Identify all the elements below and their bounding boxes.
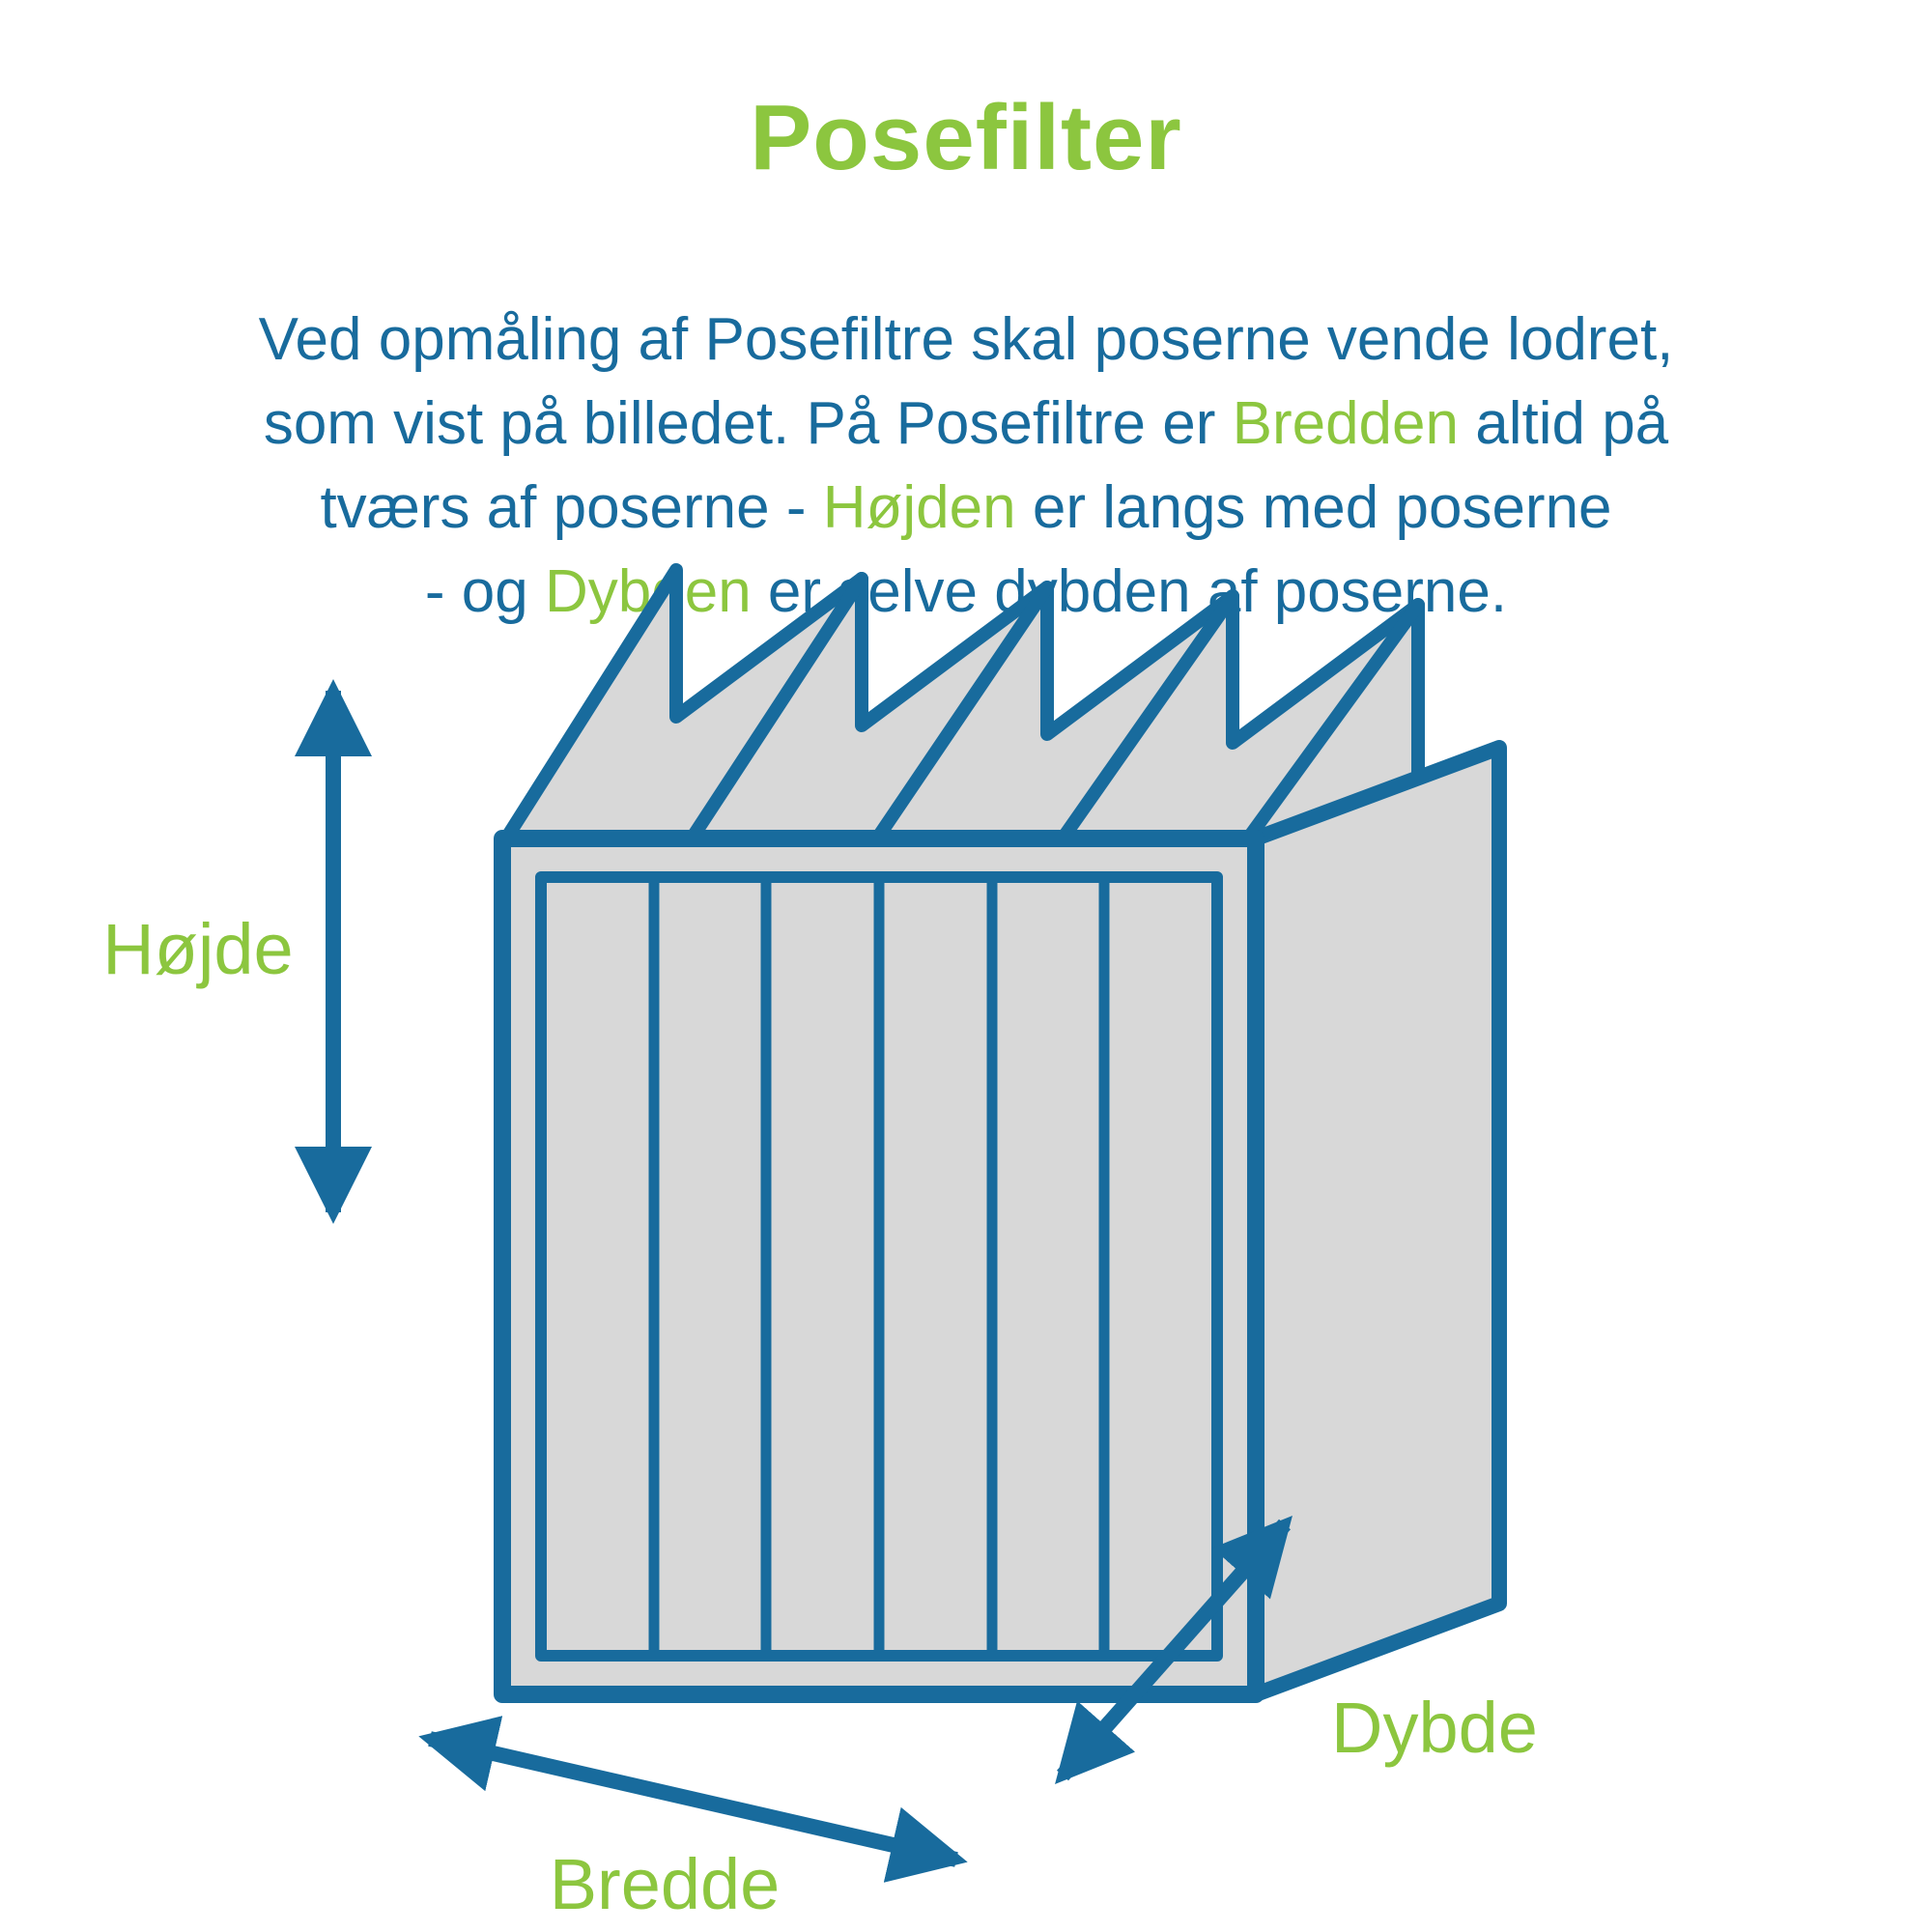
intro-text: er langs med poserne [1015,474,1612,541]
intro-text: altid på [1459,390,1669,457]
bag-pleat-edge [685,572,868,845]
intro-line-3: tværs af poserne - Højden er langs med p… [0,466,1932,550]
intro-text: tværs af poserne - [320,474,823,541]
page-title: Posefilter [750,86,1182,189]
bag-pleat-edge [870,581,1054,845]
width-label: Bredde [549,1844,781,1924]
height-label: Højde [102,909,294,989]
intro-text: - og [424,558,545,625]
width-arrow [418,1716,968,1883]
filter-side-panel [1248,740,1507,1702]
intro-text: som vist på billedet. På Posefiltre er [263,390,1233,457]
bag-pleat-edge [1056,589,1239,845]
depth-arrow [1055,1516,1293,1784]
keyword-hojden: Højden [822,474,1016,541]
intro-paragraph: Ved opmåling af Posefiltre skal poserne … [0,298,1932,634]
keyword-bredden: Bredden [1232,390,1460,457]
depth-label: Dybde [1331,1688,1538,1768]
bag-pleat-edge [1241,598,1425,845]
intro-line-1: Ved opmåling af Posefiltre skal poserne … [0,298,1932,382]
intro-line-2: som vist på billedet. På Posefiltre er B… [0,382,1932,466]
intro-text: er selve dybden af poserne. [751,558,1508,625]
intro-text: Ved opmåling af Posefiltre skal poserne … [258,306,1674,373]
